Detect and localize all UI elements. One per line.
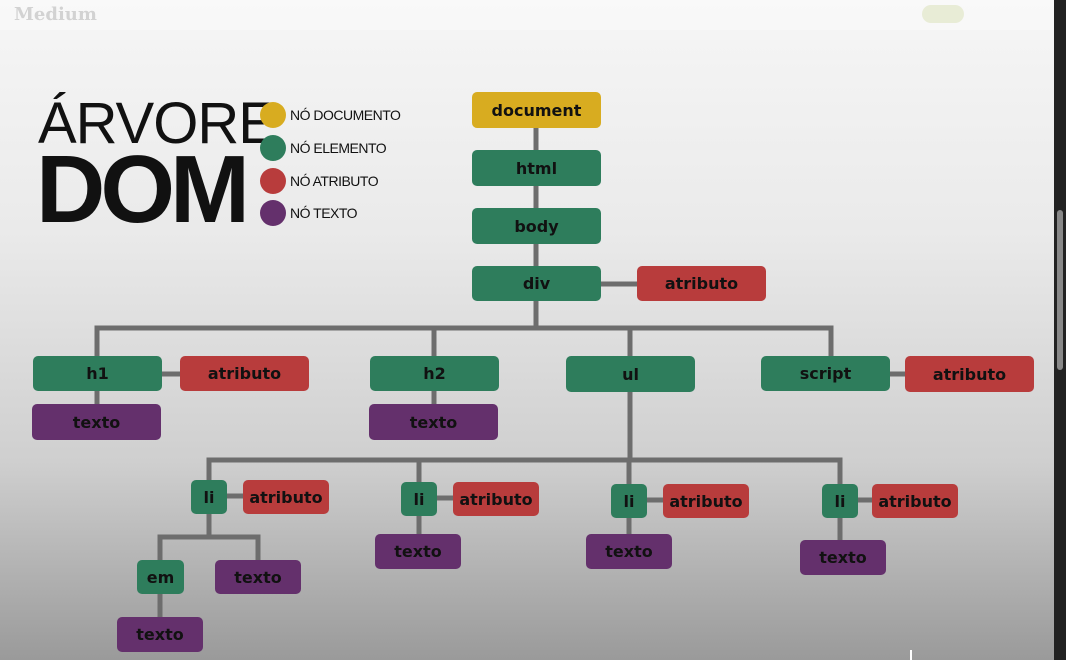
legend-label: NÓ DOCUMENTO: [290, 107, 401, 123]
medium-logo[interactable]: Medium: [14, 4, 97, 25]
text-cursor: [910, 650, 912, 660]
legend-label: NÓ ELEMENTO: [290, 140, 387, 156]
node-li-3-attribute: atributo: [663, 484, 749, 518]
node-li-4-text: texto: [800, 540, 886, 575]
node-document: document: [472, 92, 601, 128]
node-h1-text: texto: [32, 404, 161, 440]
node-script-attribute: atributo: [905, 356, 1034, 392]
node-li-4: li: [822, 484, 858, 518]
node-div: div: [472, 266, 601, 301]
title-arvore: ÁRVORE: [38, 91, 277, 156]
get-started-button[interactable]: [922, 5, 964, 23]
node-li-2-text: texto: [375, 534, 461, 569]
legend-dot-texto: [260, 200, 286, 226]
title-dom: DOM: [36, 136, 250, 243]
node-li-2-attribute: atributo: [453, 482, 539, 516]
legend-dot-atributo: [260, 168, 286, 194]
node-h1: h1: [33, 356, 162, 391]
node-div-attribute: atributo: [637, 266, 766, 301]
node-li-4-attribute: atributo: [872, 484, 958, 518]
scrollbar-thumb[interactable]: [1057, 210, 1063, 370]
node-ul: ul: [566, 356, 695, 392]
node-h1-attribute: atributo: [180, 356, 309, 391]
node-html: html: [472, 150, 601, 186]
node-em-text: texto: [117, 617, 203, 652]
node-li-1-attribute: atributo: [243, 480, 329, 514]
node-li-1-text: texto: [215, 560, 301, 594]
node-li-1: li: [191, 480, 227, 514]
node-h2: h2: [370, 356, 499, 391]
node-body: body: [472, 208, 601, 244]
legend-label: NÓ TEXTO: [290, 205, 358, 221]
browser-top-bar: Medium: [0, 0, 1054, 30]
node-em: em: [137, 560, 184, 594]
legend-dot-documento: [260, 102, 286, 128]
legend-label: NÓ ATRIBUTO: [290, 173, 379, 189]
scrollbar[interactable]: [1054, 0, 1066, 660]
node-h2-text: texto: [369, 404, 498, 440]
node-li-3: li: [611, 484, 647, 518]
node-script: script: [761, 356, 890, 391]
legend-dot-elemento: [260, 135, 286, 161]
node-li-3-text: texto: [586, 534, 672, 569]
node-li-2: li: [401, 482, 437, 516]
